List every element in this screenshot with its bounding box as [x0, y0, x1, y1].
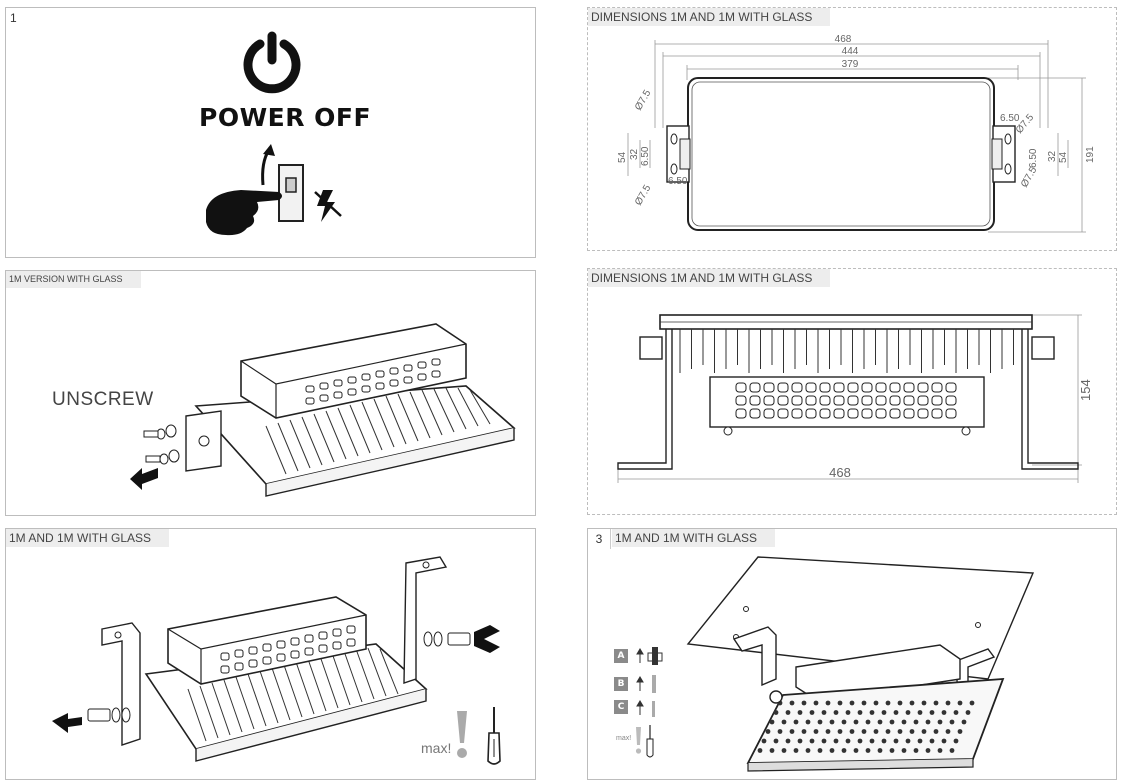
step-b-badge: B: [614, 677, 628, 691]
luminaire-bracket-illustration: [52, 556, 500, 762]
warning-exclamation-icon: [457, 711, 467, 758]
step-number: 1: [10, 11, 17, 25]
step-number: 3: [588, 529, 611, 549]
dim-650-left-v: 6.50: [640, 146, 651, 166]
dim-height-154: 154: [1078, 379, 1093, 401]
luminaire-unscrew-illustration: [130, 323, 516, 497]
panel-tag: DIMENSIONS 1M AND 1M WITH GLASS: [588, 8, 831, 26]
dim-phi-left-top: Ø7.5: [633, 88, 654, 113]
dim-650-left-bottom: 6.50: [668, 176, 688, 187]
step-icons: [635, 647, 663, 758]
panel-tag: 1M AND 1M WITH GLASS: [612, 529, 776, 547]
max-label: max!: [421, 740, 452, 756]
dimension-drawing-side: 154 468: [617, 314, 1093, 483]
dim-650-right-top: 6.50: [1000, 113, 1020, 124]
dim-468: 468: [835, 34, 852, 45]
step-c-badge: C: [614, 700, 628, 714]
step-a-badge: A: [614, 649, 628, 663]
panel-mount-bracket: 1M AND 1M WITH GLASS: [5, 528, 536, 780]
panel-power-off: 1 POWER OFF: [5, 7, 536, 258]
dim-444: 444: [842, 46, 859, 57]
luminaire-ceiling-illustration: [686, 556, 1035, 772]
dimension-drawing-top: 468 444 379 6.50 Ø7.5 Ø7.5 54 32 6.50 6.…: [617, 34, 1096, 233]
dim-191: 191: [1085, 146, 1096, 163]
unscrew-instruction: UNSCREW: [52, 389, 154, 410]
dim-width-468: 468: [829, 465, 851, 480]
dim-54-left: 54: [617, 151, 628, 163]
screwdriver-icon: [487, 707, 501, 765]
breaker-switch-illustration: [206, 144, 342, 236]
max-label: max!: [616, 735, 632, 742]
dim-650-right-v: 6.50: [1028, 148, 1039, 168]
power-icon: [243, 31, 301, 94]
panel-dimensions-top: DIMENSIONS 1M AND 1M WITH GLASS: [587, 7, 1117, 251]
panel-tag: 1M VERSION WITH GLASS: [6, 271, 141, 288]
dim-phi-left-bottom: Ø7.5: [633, 183, 654, 208]
dim-32-left: 32: [629, 148, 640, 160]
dim-379: 379: [842, 59, 859, 70]
panel-tag: 1M AND 1M WITH GLASS: [6, 529, 170, 547]
dim-32-right: 32: [1047, 150, 1058, 162]
panel-dimensions-side: DIMENSIONS 1M AND 1M WITH GLASS 154 468: [587, 268, 1117, 515]
panel-tag: DIMENSIONS 1M AND 1M WITH GLASS: [588, 269, 831, 287]
step-legend: A B C max!: [614, 647, 674, 769]
panel-ceiling-mount: 3 1M AND 1M WITH GLASS A B C: [587, 528, 1117, 780]
dim-54-right: 54: [1058, 151, 1069, 163]
power-off-title: POWER OFF: [199, 103, 372, 132]
panel-unscrew: 1M VERSION WITH GLASS UNSCREW: [5, 270, 536, 516]
